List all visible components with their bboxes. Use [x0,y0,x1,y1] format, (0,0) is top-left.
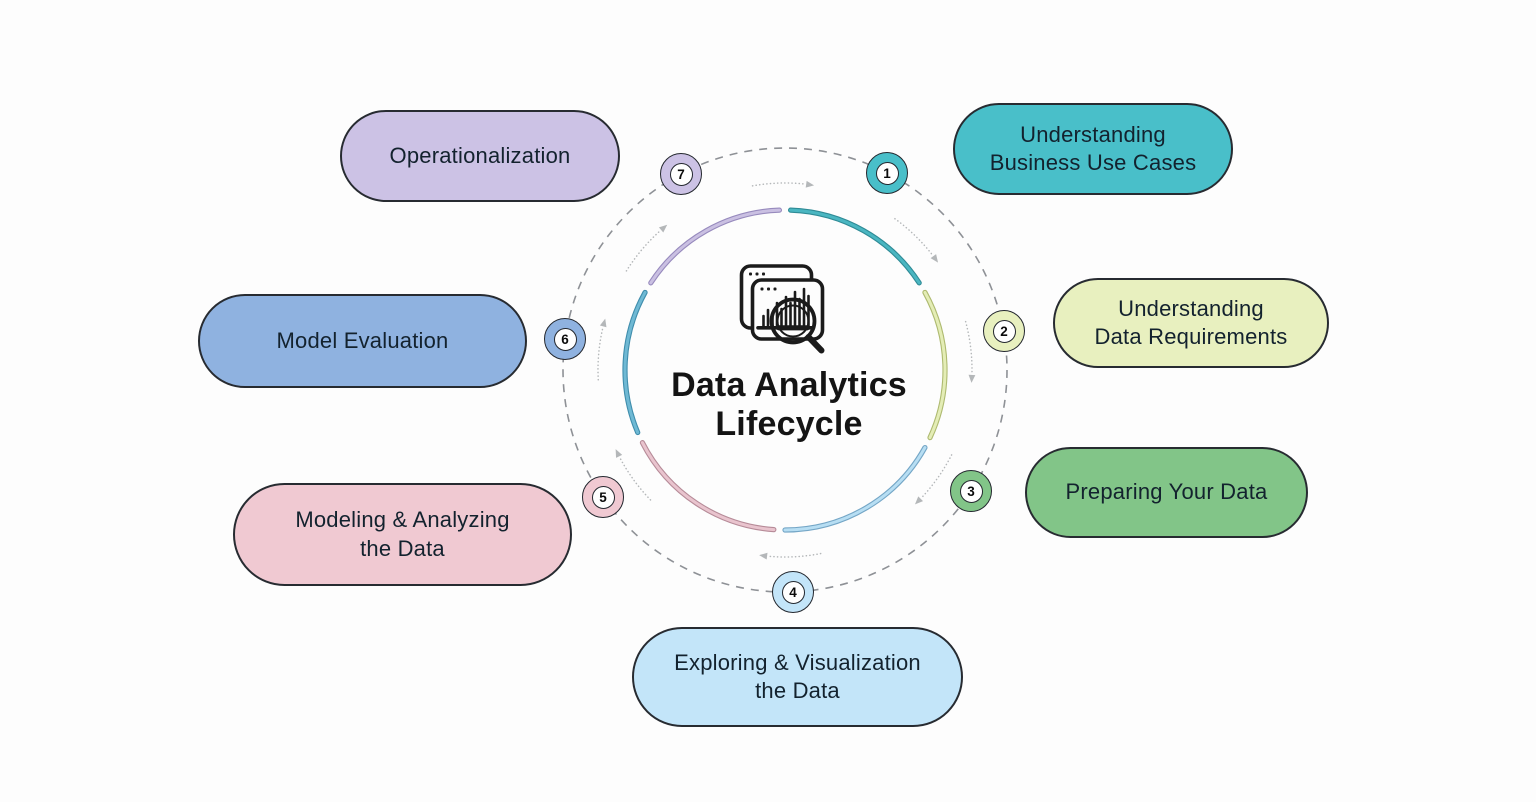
step-pill-6: Model Evaluation [198,294,527,388]
step-badge-1: 1 [866,152,908,194]
clockwise-flow-arrows [597,180,976,560]
step-pill-1: Understanding Business Use Cases [953,103,1233,195]
step-pill-7: Operationalization [340,110,620,202]
step-number: 5 [599,489,607,505]
step-pill-3: Preparing Your Data [1025,447,1308,538]
step-number: 7 [677,166,685,182]
diagram-title: Data Analytics Lifecycle [589,366,989,444]
step-number: 3 [967,483,975,499]
step-badge-5: 5 [582,476,624,518]
step-badge-3: 3 [950,470,992,512]
step-number: 6 [561,331,569,347]
step-number: 2 [1000,323,1008,339]
diagram-title-line1: Data Analytics [671,366,907,404]
inner-ring-segments [622,207,948,533]
step-number: 4 [789,584,797,600]
step-number: 1 [883,165,891,181]
magnifier-icon [769,297,825,354]
step-badge-7: 7 [660,153,702,195]
step-badge-6: 6 [544,318,586,360]
step-pill-2: Understanding Data Requirements [1053,278,1329,368]
step-badge-4: 4 [772,571,814,613]
analytics-magnifier-icon [739,264,825,354]
step-pill-4: Exploring & Visualization the Data [632,627,963,727]
step-pill-5: Modeling & Analyzing the Data [233,483,572,586]
step-badge-2: 2 [983,310,1025,352]
diagram-title-line2: Lifecycle [715,405,863,444]
